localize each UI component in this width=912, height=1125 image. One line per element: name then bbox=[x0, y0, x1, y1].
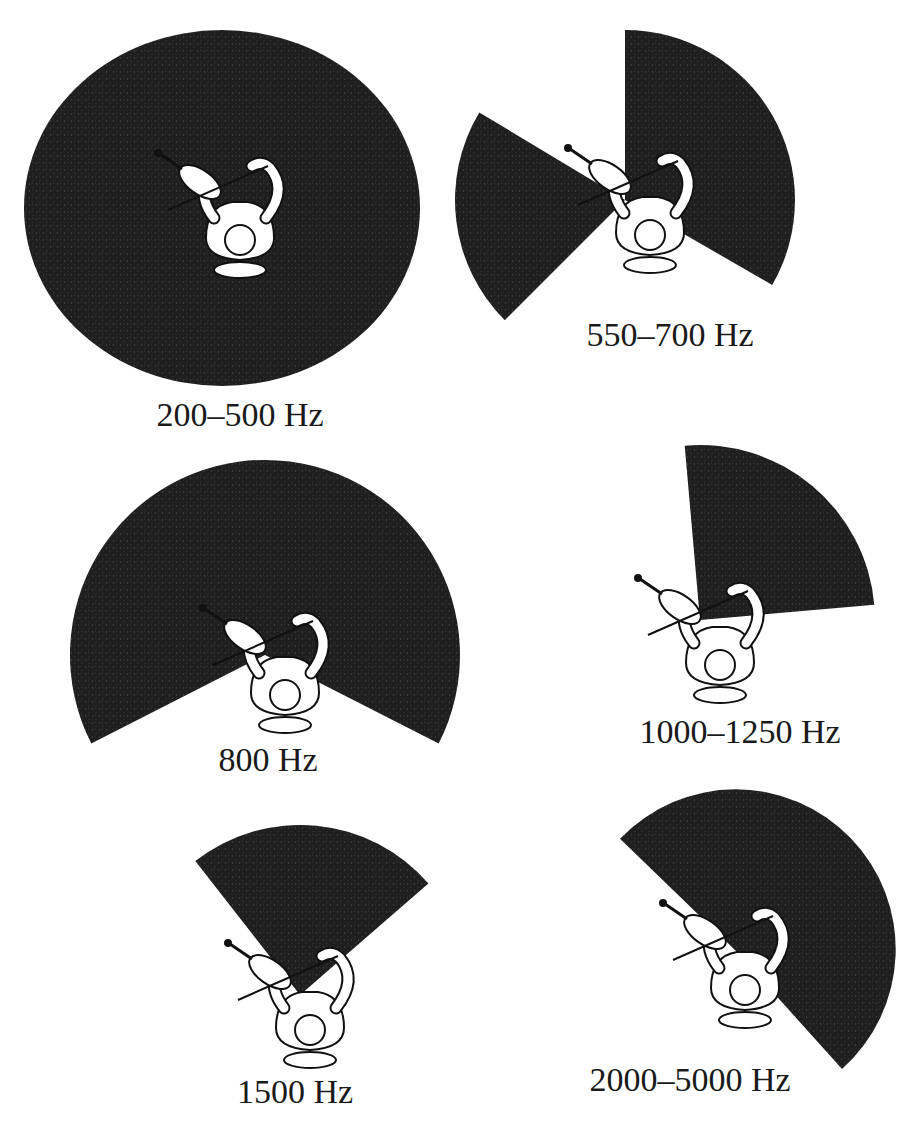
frequency-label: 550–700 Hz bbox=[586, 316, 753, 353]
radiation-sector bbox=[70, 460, 460, 744]
radiation-sector bbox=[685, 445, 875, 620]
violinist-figure bbox=[634, 574, 758, 703]
violinist-figure bbox=[224, 939, 348, 1068]
frequency-label: 800 Hz bbox=[218, 741, 317, 778]
violinist-figure bbox=[564, 144, 688, 273]
frequency-label: 1000–1250 Hz bbox=[639, 713, 840, 750]
violinist-figure bbox=[199, 604, 323, 733]
frequency-label: 1500 Hz bbox=[237, 1073, 353, 1110]
frequency-label: 200–500 Hz bbox=[156, 396, 323, 433]
violinist-figure bbox=[659, 899, 783, 1028]
radiation-sector bbox=[195, 825, 428, 995]
frequency-label: 2000–5000 Hz bbox=[589, 1061, 790, 1098]
radiation-sector bbox=[455, 112, 625, 320]
radiation-sector bbox=[620, 789, 896, 1069]
violinist-figure bbox=[154, 149, 278, 278]
radiation-field bbox=[24, 30, 420, 386]
